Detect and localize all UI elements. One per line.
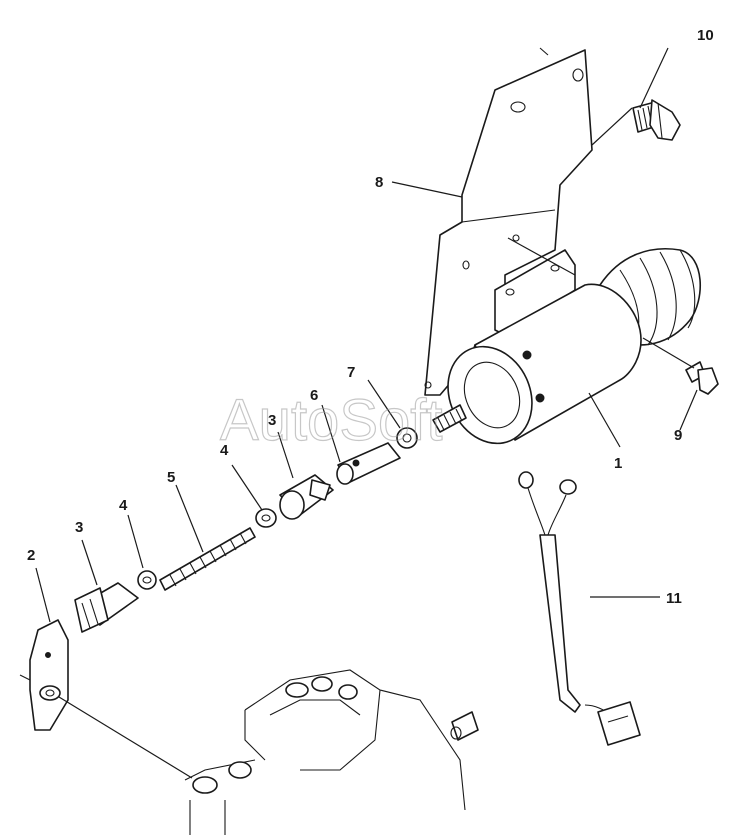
bolt-9 (685, 361, 719, 395)
rod-end-3-upper (279, 474, 334, 520)
rod-end-3-lower (74, 582, 139, 633)
callout-3-lower: 3 (75, 519, 83, 536)
lever-2 (19, 619, 69, 731)
callout-2: 2 (27, 547, 35, 564)
threaded-rod-5 (159, 527, 256, 591)
callout-1: 1 (614, 455, 622, 472)
nut-7 (396, 427, 418, 449)
callout-4-lower: 4 (119, 497, 128, 514)
leader-lines (35, 47, 698, 779)
callout-7: 7 (347, 364, 355, 381)
solenoid (432, 248, 701, 445)
callout-9: 9 (674, 427, 682, 444)
callout-8: 8 (375, 174, 383, 191)
callout-10: 10 (697, 27, 714, 44)
nut-4-lower (137, 570, 157, 590)
callout-3-upper: 3 (268, 412, 276, 429)
bolt-10 (632, 99, 681, 141)
callout-11: 11 (666, 590, 682, 607)
callout-4-upper: 4 (220, 442, 229, 459)
watermark: AutoSoft (220, 388, 442, 453)
wire-harness-11 (518, 471, 641, 746)
callout-5: 5 (167, 469, 175, 486)
nut-4-upper (255, 508, 277, 528)
callout-6: 6 (310, 387, 318, 404)
engine-housing (184, 669, 479, 835)
clevis-6 (336, 442, 401, 485)
